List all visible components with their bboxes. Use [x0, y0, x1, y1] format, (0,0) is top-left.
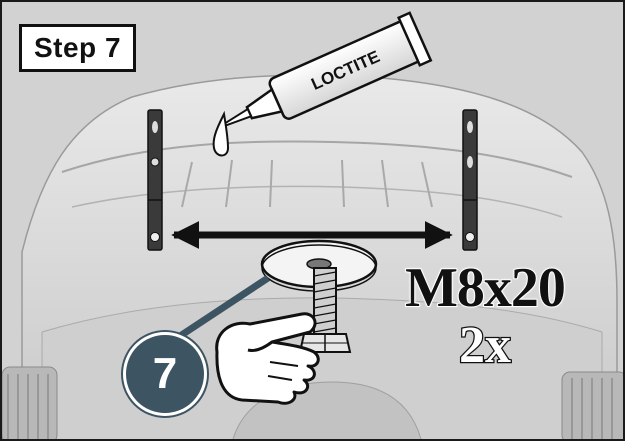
pointing-hand-icon — [217, 314, 319, 403]
bolt-size-label: M8x20 — [370, 260, 600, 316]
step-title: Step 7 — [19, 24, 136, 72]
left-tire — [2, 367, 57, 441]
bolt-quantity-label: 2x — [370, 320, 600, 372]
right-tire — [562, 372, 625, 441]
part-callout-badge: 7 — [123, 332, 207, 416]
left-mounting-bracket — [148, 110, 162, 250]
fastener-spec: M8x20 2x — [370, 260, 600, 372]
right-mounting-bracket — [463, 110, 477, 250]
